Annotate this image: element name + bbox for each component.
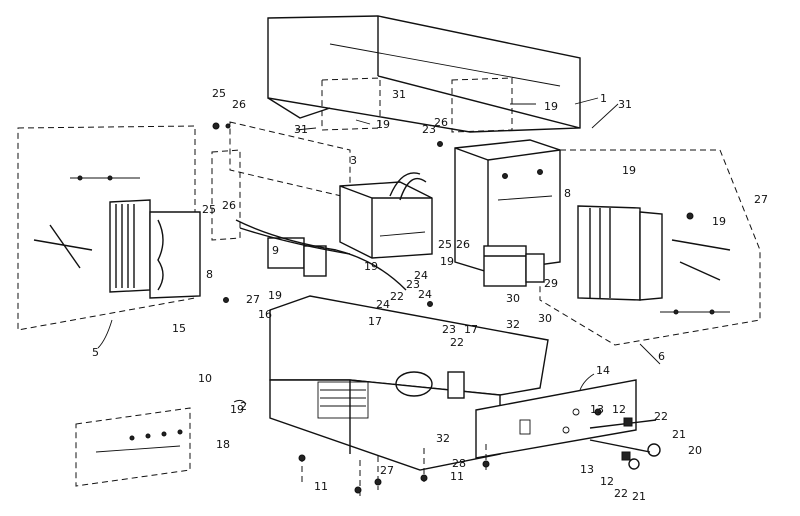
screws [212,122,694,307]
callout-31: 31 [618,98,632,111]
callout-12: 12 [612,403,626,416]
callout-19: 19 [230,403,244,416]
callout-17: 17 [368,315,382,328]
callout-24: 24 [414,269,428,282]
callout-26: 26 [232,98,246,111]
callout-19: 19 [622,164,636,177]
callout-19: 19 [712,215,726,228]
callout-28: 28 [452,457,466,470]
callout-25: 25 [212,87,226,100]
callout-13: 13 [580,463,594,476]
callout-5: 5 [92,346,99,359]
callout-19: 19 [544,100,558,113]
callout-27: 27 [246,293,260,306]
callout-labels: 1 2 3 5 6 8 8 9 10 11 11 12 12 13 13 14 … [92,87,768,503]
callout-19: 19 [364,260,378,273]
callout-30: 30 [538,312,552,325]
callout-22: 22 [450,336,464,349]
callout-8: 8 [206,268,213,281]
callout-17: 17 [464,323,478,336]
left-relay-assembly [235,219,407,291]
callout-9: 9 [272,244,279,257]
front-controls [589,417,661,470]
callout-24: 24 [376,298,390,311]
callout-26: 26 [456,238,470,251]
callout-2: 2 [240,400,247,413]
callout-3: 3 [350,154,357,167]
callout-23: 23 [422,123,436,136]
right-module-stack [577,205,731,315]
callout-19: 19 [268,289,282,302]
callout-32: 32 [506,318,520,331]
callout-19: 19 [376,118,390,131]
callout-30: 30 [506,292,520,305]
base-tray [269,295,549,471]
base-feet [298,444,490,500]
callout-25: 25 [202,203,216,216]
callout-15: 15 [172,322,186,335]
callout-27: 27 [380,464,394,477]
left-module-stack [33,175,201,299]
callout-16: 16 [258,308,272,321]
callout-23: 23 [406,278,420,291]
callout-6: 6 [658,350,665,363]
center-transformer [339,172,433,259]
callout-26: 26 [434,116,448,129]
callout-8: 8 [564,187,571,200]
callout-21: 21 [632,490,646,503]
callout-24: 24 [418,288,432,301]
callout-23: 23 [442,323,456,336]
callout-22: 22 [654,410,668,423]
callout-26: 26 [222,199,236,212]
callout-11: 11 [314,480,328,493]
callout-22: 22 [614,487,628,500]
center-relay [483,245,545,287]
callout-1: 1 [600,92,607,105]
callout-11: 11 [450,470,464,483]
callout-22: 22 [390,290,404,303]
leader-lines [97,97,661,405]
callout-13: 13 [590,403,604,416]
callout-21: 21 [672,428,686,441]
callout-32: 32 [436,432,450,445]
callout-18: 18 [216,438,230,451]
callout-29: 29 [544,277,558,290]
callout-31: 31 [294,123,308,136]
callout-31: 31 [392,88,406,101]
top-cover [267,15,581,133]
callout-19: 19 [440,255,454,268]
callout-25: 25 [438,238,452,251]
callout-10: 10 [198,372,212,385]
connector-panel [75,407,191,487]
callout-14: 14 [596,364,610,377]
callout-20: 20 [688,444,702,457]
callout-12: 12 [600,475,614,488]
callout-27: 27 [754,193,768,206]
center-chassis [454,139,561,273]
front-panel [475,379,637,459]
